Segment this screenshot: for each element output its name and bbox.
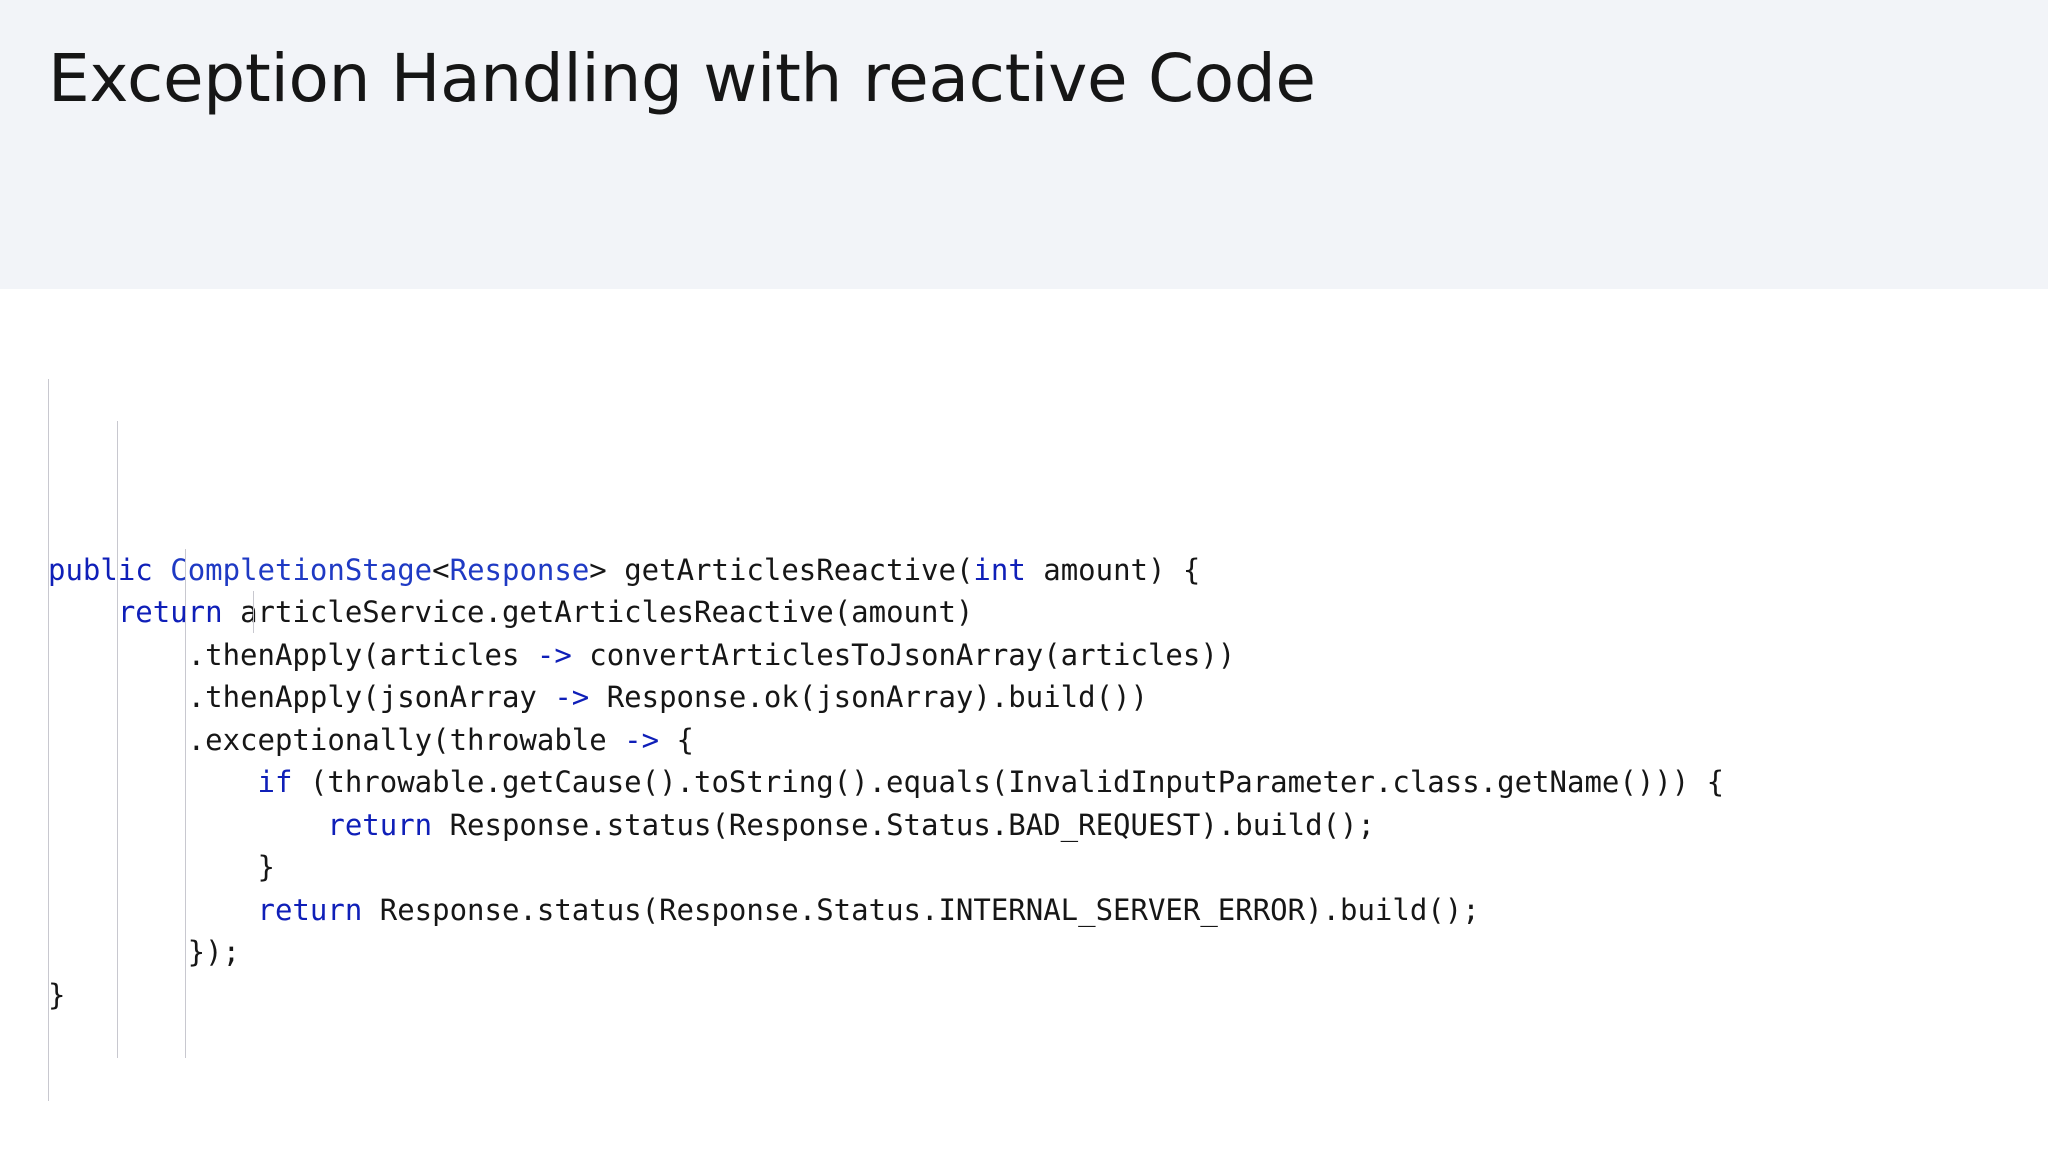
code-line: }); [48,931,1724,974]
code-line: } [48,846,1724,889]
slide-header: Exception Handling with reactive Code [0,0,2048,289]
code-keyword: if [257,765,293,799]
indent-guide-method [48,379,49,1101]
code-line: .exceptionally(throwable -> { [48,719,1724,762]
code-text: Response.status(Response.Status.INTERNAL… [362,892,1480,927]
code-line: return articleService.getArticlesReactiv… [48,591,1724,634]
code-text: .exceptionally(throwable [48,722,625,757]
code-line: } [48,974,1724,1017]
code-text: } [48,850,275,884]
code-text: > getArticlesReactive( [589,552,974,587]
code-text: } [48,977,66,1012]
code-keyword: return [257,892,363,927]
code-keyword: return [117,595,223,629]
code-text: articleService.getArticlesReactive(amoun… [222,595,974,629]
code-text: .thenApply(articles [48,637,537,672]
indent-guide-return [117,421,118,1058]
code-text: Response.status(Response.Status.BAD_REQU… [432,807,1375,842]
code-keyword: -> [554,680,590,714]
code-text: Response.ok(jsonArray).build()) [589,680,1148,714]
code-text [48,595,118,629]
code-line: if (throwable.getCause().toString().equa… [48,761,1725,804]
code-text [48,808,327,842]
code-keyword: return [327,807,433,842]
code-line: .thenApply(articles -> convertArticlesTo… [48,634,1724,677]
indent-guide-if [253,591,254,633]
code-text: .thenApply(jsonArray [48,680,555,714]
code-line: return Response.status(Response.Status.I… [48,889,1724,932]
code-text [48,893,258,927]
code-text: }); [48,935,241,969]
code-text: { [659,722,695,757]
code-type: CompletionStage [170,552,433,587]
code-line: public CompletionStage<Response> getArti… [48,549,1724,592]
code-text: amount) { [1025,552,1201,587]
code-text [48,765,258,799]
code-text: convertArticlesToJsonArray(articles)) [571,637,1236,672]
code-line: .thenApply(jsonArray -> Response.ok(json… [48,676,1724,719]
code-keyword: public [48,552,153,587]
code-keyword: -> [536,637,572,672]
indent-guide-lambda [185,549,186,1058]
code-keyword: -> [624,722,660,757]
code-type: Response [449,552,590,587]
code-block: public CompletionStage<Response> getArti… [48,336,1725,1101]
code-keyword: int [973,552,1026,587]
code-text: (throwable.getCause().toString().equals(… [292,765,1725,799]
code-line: return Response.status(Response.Status.B… [48,804,1724,847]
slide-title: Exception Handling with reactive Code [48,40,1316,117]
code-text [153,553,170,587]
code-text: < [432,552,450,587]
